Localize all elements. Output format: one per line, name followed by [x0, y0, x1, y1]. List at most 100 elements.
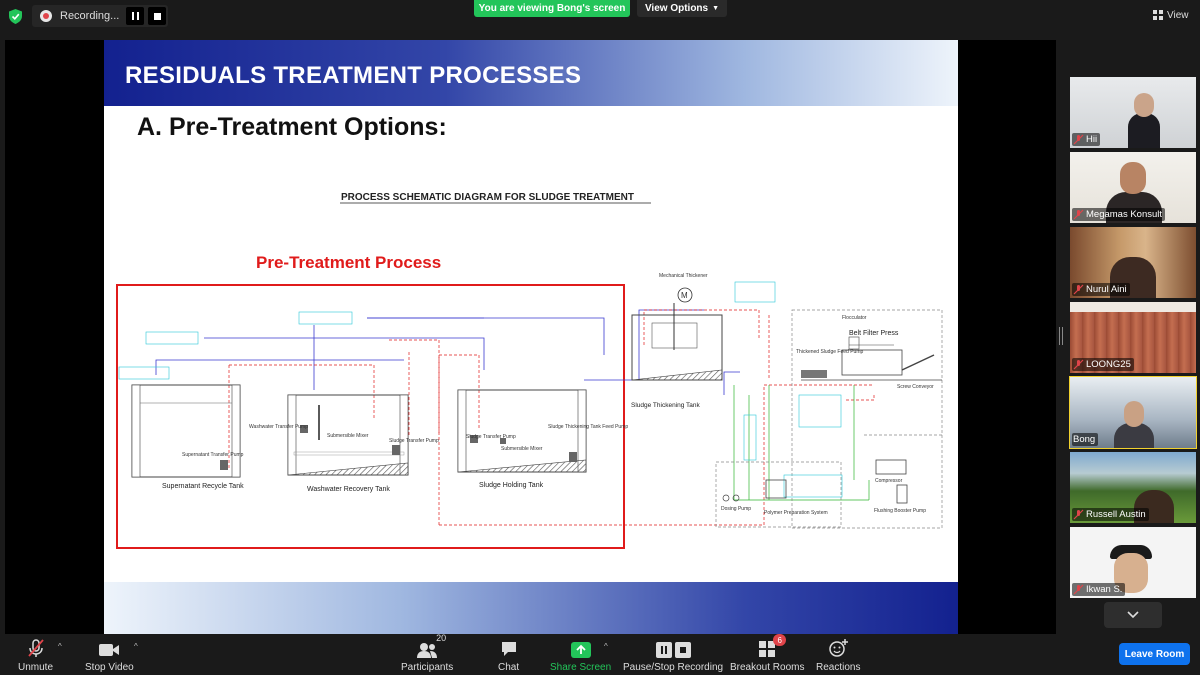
video-tile[interactable]: Russell Austin — [1070, 452, 1196, 523]
cyan-note-boxes — [118, 281, 843, 498]
top-bar: Recording... You are viewing Bong's scre… — [0, 0, 1200, 32]
chat-label: Chat — [498, 662, 520, 673]
pause-stop-recording-button[interactable]: Pause/Stop Recording — [623, 638, 723, 673]
share-screen-button[interactable]: Share Screen — [550, 638, 611, 673]
video-tile[interactable]: LOONG25 — [1070, 302, 1196, 373]
participant-name-tag: Bong — [1072, 433, 1099, 446]
video-options-caret[interactable]: ^ — [134, 642, 138, 651]
video-tile[interactable]: Nurul Aini — [1070, 227, 1196, 298]
sludge-transfer-pump-2-label: Sludge Transfer Pump — [466, 434, 516, 440]
sludge-thickening-tank: M — [631, 287, 723, 381]
slide-footer-band — [104, 582, 958, 634]
pause-icon — [655, 642, 672, 658]
belt-filter-press — [801, 336, 942, 381]
share-screen-icon — [570, 642, 591, 658]
stop-video-label: Stop Video — [85, 662, 134, 673]
sludge-holding-tank-label: Sludge Holding Tank — [479, 482, 544, 489]
washwater-recovery-tank-label: Washwater Recovery Tank — [307, 486, 390, 493]
sludge-thickening-feed-pump-label: Sludge Thickening Tank Feed Pump — [548, 424, 628, 430]
participant-name: Russell Austin — [1086, 509, 1146, 520]
participant-name-tag: Hii — [1072, 133, 1101, 146]
view-options-button[interactable]: View Options ▼ — [637, 0, 727, 17]
leave-room-button[interactable]: Leave Room — [1119, 643, 1190, 665]
submersible-mixer-2-label: Submersible Mixer — [501, 446, 543, 452]
sludge-holding-tank — [457, 389, 587, 473]
recording-indicator: Recording... — [32, 5, 168, 27]
mechanical-thickener-label: Mechanical Thickener — [659, 273, 708, 279]
participant-name-tag: Nurul Aini — [1072, 283, 1130, 296]
equipment-boundary-lines — [715, 309, 943, 529]
participant-name: Nurul Aini — [1086, 284, 1127, 295]
mic-muted-icon — [27, 639, 44, 657]
stop-video-button[interactable]: Stop Video — [85, 638, 134, 673]
grid-view-icon — [1153, 10, 1163, 20]
participant-name: Bong — [1073, 434, 1096, 445]
pause-icon — [131, 12, 139, 20]
breakout-rooms-label: Breakout Rooms — [730, 662, 805, 673]
chat-icon — [501, 642, 516, 656]
participant-name-tag: Russell Austin — [1072, 508, 1149, 521]
belt-filter-press-label: Belt Filter Press — [849, 330, 899, 337]
screw-conveyor-label: Screw Conveyor — [897, 384, 934, 390]
participant-count: 20 — [436, 633, 447, 643]
participants-button[interactable]: 20 Participants — [401, 633, 453, 673]
meeting-toolbar: Unmute ^ Stop Video ^ 20 — [0, 633, 1200, 675]
recording-label: Recording... — [60, 10, 120, 22]
video-tile[interactable]: Ikwan S. — [1070, 527, 1196, 598]
flushing-booster-pump-label: Flushing Booster Pump — [874, 508, 926, 514]
process-schematic-diagram: PROCESS SCHEMATIC DIAGRAM FOR SLUDGE TRE… — [116, 192, 943, 549]
video-camera-icon — [99, 644, 120, 656]
slide-header-band — [104, 40, 958, 106]
submersible-mixer-label: Submersible Mixer — [327, 433, 369, 439]
view-button[interactable]: View — [1153, 7, 1189, 23]
reactions-label: Reactions — [816, 662, 861, 673]
stop-recording-button[interactable] — [148, 7, 166, 25]
smiley-plus-icon — [829, 639, 849, 657]
chevron-down-icon: ▼ — [712, 5, 720, 12]
svg-text:M: M — [681, 291, 688, 300]
polymer-preparation-system — [722, 479, 787, 502]
mic-muted-icon — [1073, 134, 1084, 145]
stop-icon — [674, 642, 691, 658]
unmute-button[interactable]: Unmute — [18, 638, 53, 673]
compressor-unit — [875, 459, 908, 504]
video-tile[interactable]: Megamas Konsult — [1070, 152, 1196, 223]
participant-name-tag: LOONG25 — [1072, 358, 1134, 371]
sludge-transfer-pump-label: Sludge Transfer Pump — [389, 438, 439, 444]
washwater-recovery-tank — [287, 394, 409, 476]
polymer-preparation-system-label: Polymer Preparation System — [764, 510, 828, 516]
chat-button[interactable]: Chat — [498, 638, 519, 673]
audio-options-caret[interactable]: ^ — [58, 642, 62, 651]
video-tile-active-speaker[interactable]: Bong — [1069, 376, 1197, 449]
reactions-button[interactable]: Reactions — [816, 638, 860, 673]
shield-icon[interactable] — [9, 9, 22, 24]
green-flow-lines — [733, 385, 870, 501]
breakout-rooms-button[interactable]: 6 Breakout Rooms — [730, 634, 805, 673]
video-tile[interactable]: Hii — [1070, 77, 1196, 148]
chevron-down-icon — [1127, 611, 1139, 619]
compressor-label: Compressor — [875, 478, 903, 484]
participant-name-tag: Megamas Konsult — [1072, 208, 1166, 221]
presentation-slide: RESIDUALS TREATMENT PROCESSES A. Pre-Tre… — [104, 40, 958, 634]
slide-subtitle: A. Pre-Treatment Options: — [137, 113, 447, 141]
breakout-rooms-icon — [759, 641, 776, 657]
unmute-label: Unmute — [18, 662, 54, 673]
mic-muted-icon — [1073, 284, 1084, 295]
mic-muted-icon — [1073, 509, 1084, 520]
participant-name: Ikwan S. — [1086, 584, 1123, 595]
participant-name-tag: Ikwan S. — [1072, 583, 1126, 596]
view-label: View — [1167, 9, 1189, 21]
participant-name: Megamas Konsult — [1086, 209, 1163, 220]
record-icon — [40, 10, 52, 22]
gallery-scroll-down-button[interactable] — [1104, 602, 1162, 628]
pretreatment-highlight-box — [116, 284, 625, 549]
pause-recording-button[interactable] — [126, 7, 144, 25]
participants-icon — [417, 643, 438, 658]
diagram-heading: PROCESS SCHEMATIC DIAGRAM FOR SLUDGE TRE… — [341, 192, 634, 203]
gallery-resize-handle[interactable] — [1059, 327, 1063, 345]
supernatant-transfer-pump-label: Supernatant Transfer Pump — [182, 452, 244, 458]
mic-muted-icon — [1073, 209, 1084, 220]
share-options-caret[interactable]: ^ — [604, 642, 608, 651]
viewing-screen-banner: You are viewing Bong's screen — [474, 0, 630, 17]
